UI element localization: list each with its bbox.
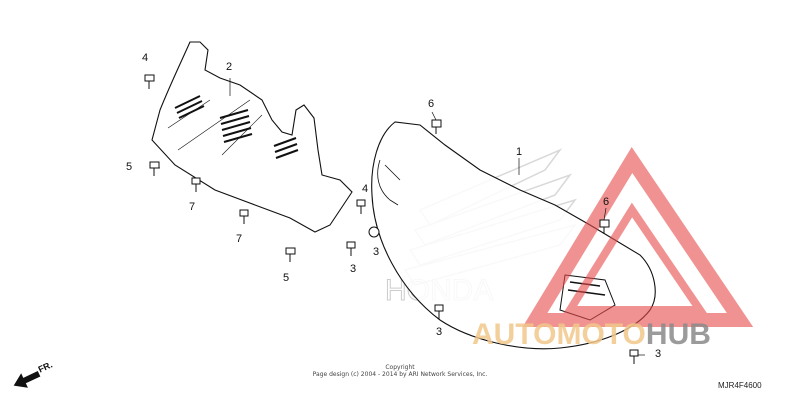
callout-1: 1 [516, 146, 523, 158]
diagram-code: MJR4F4600 [718, 381, 762, 390]
callout-3c: 3 [436, 326, 443, 338]
fastener-bolts [144, 74, 639, 364]
front-direction-arrow-icon [13, 371, 41, 388]
callout-3b: 3 [373, 246, 380, 258]
automotohub-watermark-logo [522, 147, 754, 327]
watermark-hub: HUB [645, 318, 711, 351]
left-cowl-vent-slots [174, 95, 299, 159]
left-under-cowl-part [151, 41, 353, 233]
callout-6b: 6 [603, 196, 610, 208]
watermark-text: AUTOMOTOHUB [472, 318, 711, 352]
copyright-notice: Copyright Page design (c) 2004 - 2014 by… [300, 364, 500, 378]
callout-leader-lines [150, 78, 645, 356]
watermark-moto: MOTO [556, 318, 646, 351]
watermark-auto: AUTO [472, 318, 557, 351]
callout-3a: 3 [350, 263, 357, 275]
copyright-line1: Copyright [385, 364, 415, 371]
callout-7b: 7 [236, 233, 243, 245]
callout-5a: 5 [126, 161, 133, 173]
callout-5b: 5 [283, 272, 290, 284]
callout-4b: 4 [362, 183, 369, 195]
copyright-line2: Page design (c) 2004 - 2014 by ARI Netwo… [312, 371, 488, 378]
callout-7a: 7 [189, 201, 196, 213]
callout-2: 2 [226, 61, 233, 73]
callout-4a: 4 [142, 52, 149, 64]
callout-6a: 6 [428, 98, 435, 110]
callout-3d: 3 [655, 348, 662, 360]
